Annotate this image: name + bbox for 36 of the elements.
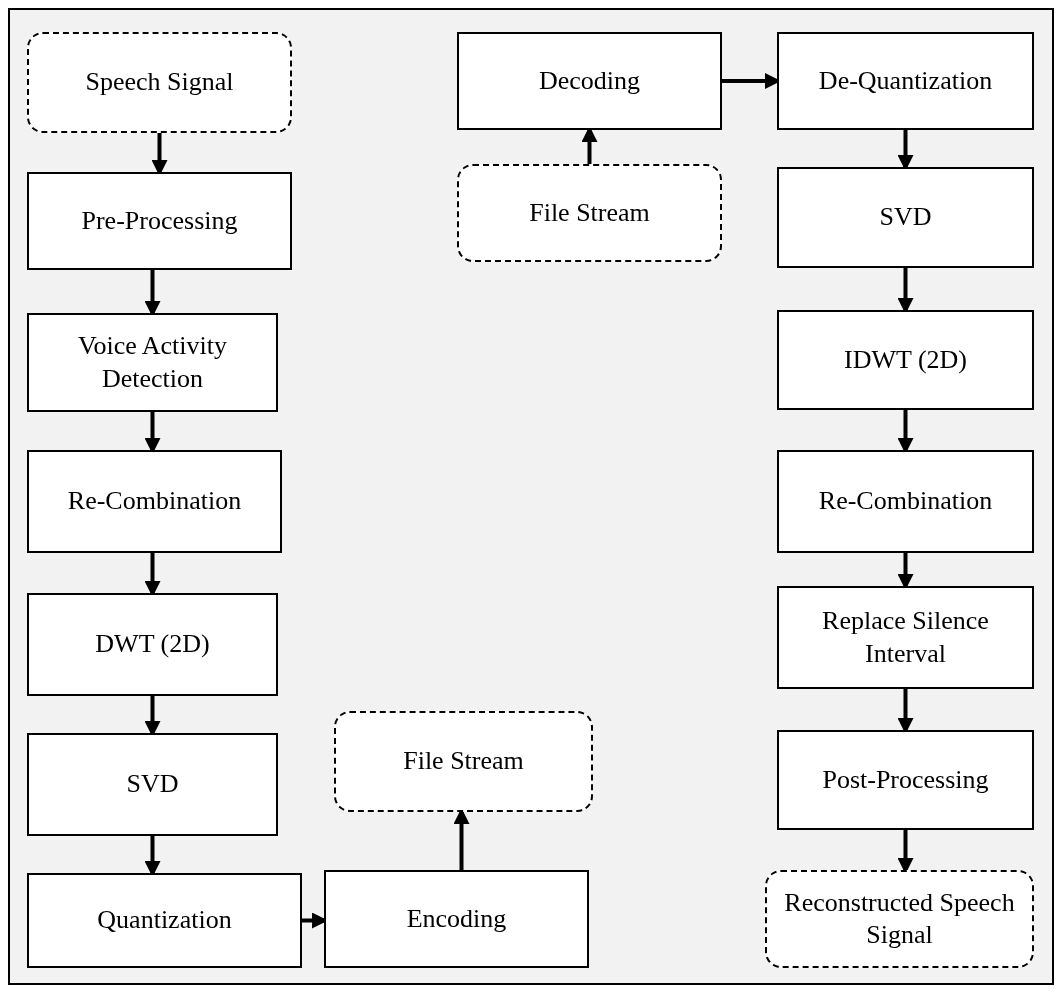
terminal-box — [27, 32, 292, 133]
node-label: DWT (2D) — [95, 628, 210, 661]
node-label: File Stream — [529, 196, 650, 229]
process-box — [777, 730, 1034, 830]
process-box — [777, 586, 1034, 689]
process-box — [777, 310, 1034, 410]
node-label: Decoding — [538, 64, 641, 97]
process-box — [27, 172, 292, 270]
process-box — [27, 593, 278, 696]
node-label: IDWT (2D) — [844, 343, 967, 376]
node-label: Voice Activity Detection — [77, 330, 228, 395]
process-box — [777, 32, 1034, 130]
node-label: Replace Silence Interval — [821, 605, 990, 670]
terminal-box — [334, 711, 593, 812]
terminal-box — [765, 870, 1034, 968]
node-label: File Stream — [403, 745, 524, 778]
node-label: SVD — [879, 201, 932, 234]
process-box — [27, 450, 282, 553]
process-box — [777, 450, 1034, 553]
node-label: Re-Combination — [67, 485, 242, 518]
process-box — [457, 32, 722, 130]
node-label: Re-Combination — [818, 485, 993, 518]
process-box — [27, 313, 278, 412]
process-box — [27, 873, 302, 968]
process-box — [27, 733, 278, 836]
node-label: SVD — [126, 768, 179, 801]
node-label: Reconstructed Speech Signal — [783, 886, 1016, 951]
node-label: Quantization — [97, 904, 232, 937]
terminal-box — [457, 164, 722, 262]
process-box — [324, 870, 589, 968]
process-box — [777, 167, 1034, 268]
node-label: De-Quantization — [818, 64, 993, 97]
node-label: Encoding — [406, 902, 507, 935]
node-label: Speech Signal — [85, 66, 234, 99]
node-label: Post-Processing — [822, 763, 989, 796]
node-label: Pre-Processing — [81, 204, 238, 237]
